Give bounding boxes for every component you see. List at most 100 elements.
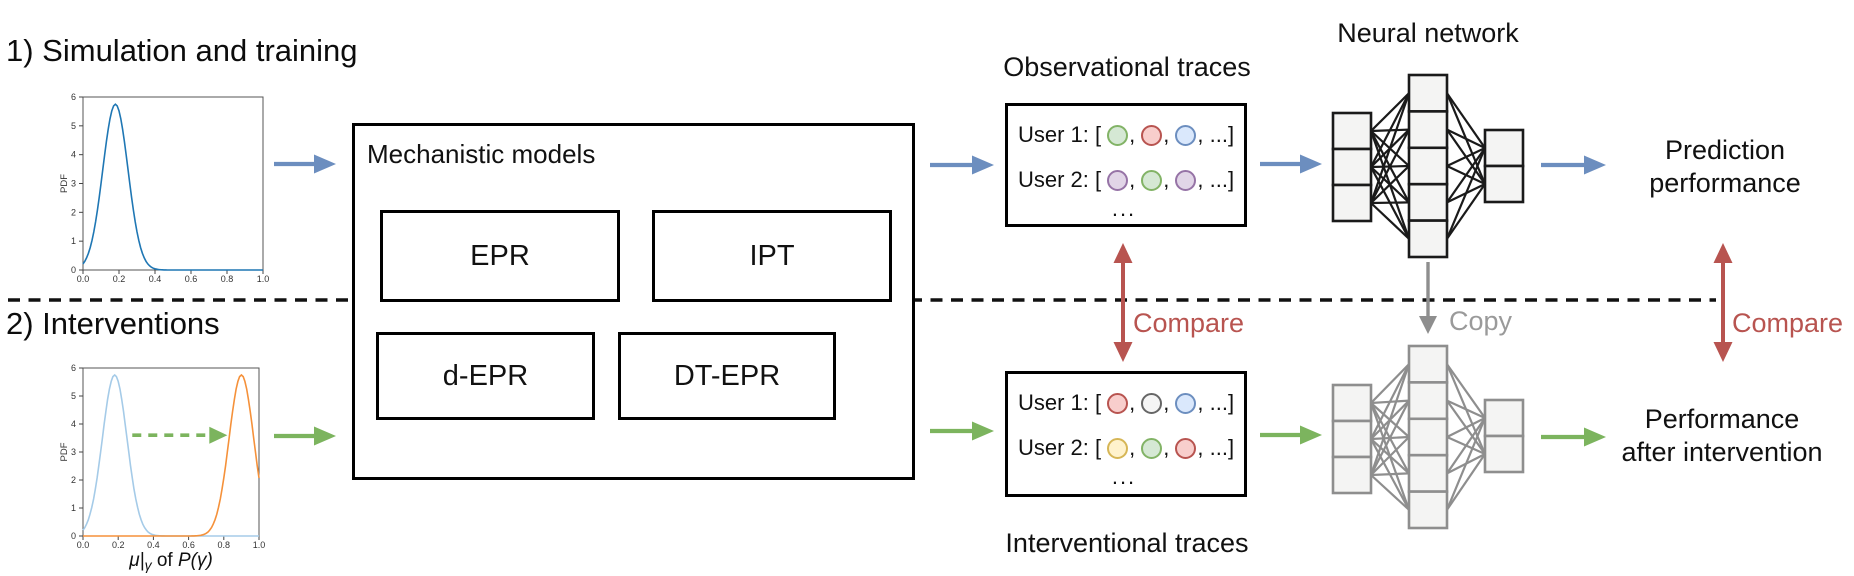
trace-row-separator: , xyxy=(1163,389,1170,415)
nn-node xyxy=(1407,344,1449,384)
prediction-line2: performance xyxy=(1649,168,1801,198)
svg-text:0.6: 0.6 xyxy=(185,274,198,284)
observational-traces-title: Observational traces xyxy=(1003,52,1251,82)
model-box-ipt: IPT xyxy=(652,210,892,302)
trace-ellipsis: ... xyxy=(1111,464,1137,489)
nn-node xyxy=(1331,147,1373,187)
mechanistic-models-box: Mechanistic models EPR IPT d-EPR DT-EPR xyxy=(352,123,915,480)
pdf-curve xyxy=(82,103,263,271)
nn-node xyxy=(1331,455,1373,495)
svg-text:1: 1 xyxy=(71,503,76,513)
shift-arrow-head xyxy=(209,426,228,444)
prediction-performance-label: Prediction performance xyxy=(1615,134,1835,200)
svg-text:0.0: 0.0 xyxy=(77,274,90,284)
svg-text:5: 5 xyxy=(71,121,76,131)
svg-text:0.4: 0.4 xyxy=(147,540,160,550)
trace-dot-green xyxy=(1141,438,1163,459)
trace-row: User 1: [,, , ...] xyxy=(1018,380,1244,425)
arrow-observational-to-nn xyxy=(1260,154,1322,174)
interventional-traces-box: User 1: [,, , ...] User 2: [,,, ...]... xyxy=(1005,371,1247,497)
interventional-traces-title: Interventional traces xyxy=(1005,528,1249,558)
compare-label-performance: Compare xyxy=(1732,308,1844,338)
svg-text:3: 3 xyxy=(71,179,76,189)
trace-row-prefix: User 2: [ xyxy=(1018,434,1102,460)
arrow-interventional-to-nn xyxy=(1260,425,1322,445)
nn-node xyxy=(1483,164,1525,204)
after-line2: after intervention xyxy=(1621,437,1823,467)
trace-row-separator: , ...] xyxy=(1197,121,1235,147)
svg-text:2: 2 xyxy=(71,475,76,485)
section-2-title: 2) Interventions xyxy=(6,306,220,341)
trace-dot-purple xyxy=(1175,170,1197,191)
trace-row-separator: , xyxy=(1163,434,1170,460)
svg-text:4: 4 xyxy=(71,150,76,160)
trace-row-separator: , xyxy=(1129,389,1136,415)
pdf-curve xyxy=(83,373,260,537)
trace-dot-red xyxy=(1141,125,1163,146)
nn-node xyxy=(1407,490,1449,530)
copy-arrow xyxy=(1419,262,1437,334)
arrow-nn-to-prediction xyxy=(1541,155,1606,175)
svg-text:1: 1 xyxy=(71,236,76,246)
neural-network-top xyxy=(1331,73,1525,259)
svg-text:6: 6 xyxy=(71,92,76,102)
trace-dot-red xyxy=(1107,393,1129,414)
nn-node xyxy=(1407,73,1449,113)
section-1-title: 1) Simulation and training xyxy=(6,33,358,68)
performance-after-intervention-label: Performance after intervention xyxy=(1602,403,1842,469)
nn-node xyxy=(1331,111,1373,151)
arrow-models-to-interventional xyxy=(930,421,994,441)
trace-dot-yellow xyxy=(1107,438,1129,459)
compare-label-traces: Compare xyxy=(1133,308,1245,338)
model-box-d-epr: d-EPR xyxy=(376,332,595,420)
nn-node xyxy=(1407,110,1449,150)
nn-node xyxy=(1407,182,1449,222)
trace-row-separator: , xyxy=(1163,166,1170,192)
trace-row-separator: , ...] xyxy=(1197,389,1235,415)
svg-text:0.2: 0.2 xyxy=(113,274,126,284)
svg-text:0: 0 xyxy=(71,531,76,541)
svg-text:PDF: PDF xyxy=(59,442,70,461)
svg-text:1.0: 1.0 xyxy=(257,274,270,284)
trace-row-separator: , ...] xyxy=(1197,166,1235,192)
nn-node xyxy=(1331,419,1373,459)
svg-text:0.2: 0.2 xyxy=(112,540,125,550)
nn-node xyxy=(1331,183,1373,223)
trace-row-prefix: User 1: [ xyxy=(1018,121,1102,147)
trace-row-separator: , xyxy=(1163,121,1170,147)
nn-node xyxy=(1483,128,1525,168)
after-line1: Performance xyxy=(1644,404,1800,434)
svg-text:4: 4 xyxy=(71,419,76,429)
arrow-plot2-to-models xyxy=(274,426,336,446)
svg-text:0.6: 0.6 xyxy=(182,540,195,550)
nn-node xyxy=(1331,383,1373,423)
trace-row-separator: , xyxy=(1129,121,1136,147)
trace-dot-green xyxy=(1141,170,1163,191)
svg-text:0: 0 xyxy=(71,265,76,275)
nn-node xyxy=(1483,434,1525,474)
trace-row-separator: , xyxy=(1129,166,1136,192)
trace-row-separator: , xyxy=(1129,434,1136,460)
trace-row: User 2: [,,, ...] xyxy=(1018,157,1244,202)
observational-traces-box: User 1: [,,, ...]User 2: [,,, ...]... xyxy=(1005,103,1247,227)
trace-row-prefix: User 1: [ xyxy=(1018,389,1102,415)
svg-text:1.0: 1.0 xyxy=(253,540,266,550)
neural-network-copy xyxy=(1331,344,1525,530)
trace-row: User 2: [,,, ...] xyxy=(1018,425,1244,470)
svg-text:0.0: 0.0 xyxy=(77,540,90,550)
model-box-epr: EPR xyxy=(380,210,620,302)
trace-dot-red xyxy=(1175,438,1197,459)
nn-node xyxy=(1407,453,1449,493)
trace-dot-blue xyxy=(1175,393,1197,414)
svg-text:PDF: PDF xyxy=(59,174,70,193)
arrow-nn-to-performance xyxy=(1541,427,1606,447)
nn-node xyxy=(1483,398,1525,438)
nn-node xyxy=(1407,219,1449,259)
copy-label: Copy xyxy=(1449,306,1513,336)
pdf-curve xyxy=(82,373,259,537)
arrow-plot1-to-models xyxy=(274,154,336,174)
